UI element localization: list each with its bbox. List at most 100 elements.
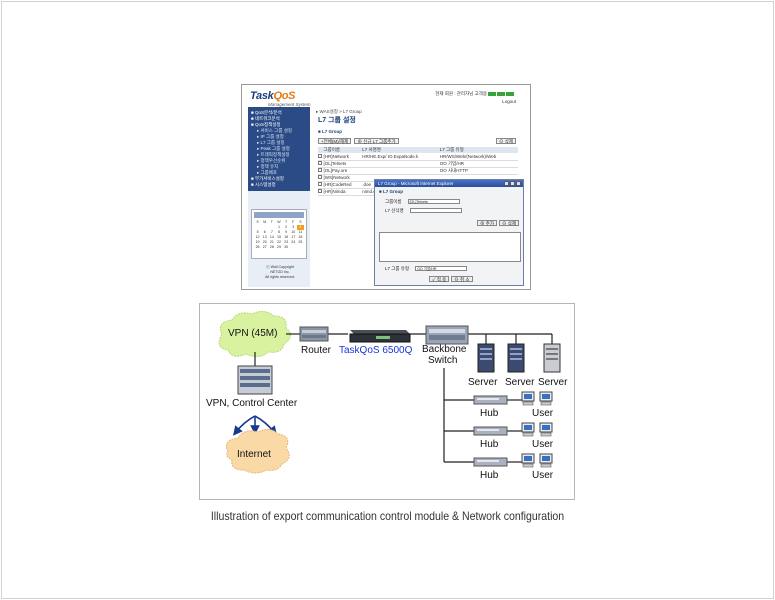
- server-icon: [477, 343, 495, 373]
- logout-link[interactable]: Logout: [502, 99, 516, 104]
- calendar-day[interactable]: 17: [291, 235, 296, 239]
- calendar-day[interactable]: 22: [276, 240, 281, 244]
- row-checkbox[interactable]: [318, 175, 322, 179]
- calendar-day[interactable]: 2: [285, 225, 288, 229]
- calendar-day[interactable]: 1: [277, 225, 280, 229]
- calendar-day[interactable]: 7: [270, 230, 273, 234]
- table-cell: [HR]Nimda: [323, 188, 363, 196]
- add-group-button[interactable]: ⊕ 신규 L7 그룹추가: [354, 138, 399, 144]
- taskqos-logo: TaskQoS: [250, 90, 296, 102]
- calendar-day[interactable]: 26: [255, 245, 260, 249]
- hub-label: Hub: [480, 470, 499, 481]
- delete-button[interactable]: ⊖ 삭제: [495, 138, 516, 144]
- calendar-day[interactable]: 4: [296, 225, 304, 230]
- network-diagram-svg: [218, 310, 561, 474]
- row-checkbox[interactable]: [318, 153, 322, 158]
- sidebar-menu-item[interactable]: ■ QoS정책설정: [251, 122, 281, 127]
- sidebar-menu-item[interactable]: ▸ L7 그룹 설정: [257, 140, 285, 145]
- calendar-day: T: [285, 220, 288, 224]
- calendar-day[interactable]: 6: [263, 230, 266, 234]
- user-label: User: [532, 408, 554, 419]
- row-checkbox[interactable]: [318, 189, 322, 193]
- calendar-day[interactable]: 16: [284, 235, 289, 239]
- backbone-label: Backbone: [422, 344, 467, 355]
- table-cell: [OL]Telnets: [323, 160, 363, 168]
- calendar-day[interactable]: 12: [255, 235, 260, 239]
- user-pc-icon: [521, 391, 553, 406]
- calendar-day[interactable]: 8: [277, 230, 280, 234]
- sidebar-menu-item[interactable]: ■ 네트워크분석: [251, 116, 280, 121]
- calendar-day[interactable]: 28: [269, 245, 274, 249]
- control-center-label: VPN, Control Center: [206, 398, 298, 409]
- calendar-day: M: [263, 220, 267, 224]
- calendar-day[interactable]: 19: [255, 240, 260, 244]
- sidebar-menu-item[interactable]: ■ QoS분석/분석: [251, 110, 282, 115]
- backbone-switch-icon: [425, 325, 469, 345]
- calendar-day: F: [292, 220, 295, 224]
- sidebar-menu-item[interactable]: ▸ 정책우선순위: [257, 158, 286, 163]
- maximize-icon[interactable]: [510, 181, 515, 186]
- sidebar-menu-item[interactable]: ▸ 정책 유지: [257, 164, 279, 169]
- calendar-day: [297, 245, 304, 250]
- group-name-field[interactable]: [OL]Telnets: [407, 199, 460, 205]
- select-all-button[interactable]: +전체(M)/해제: [318, 138, 352, 144]
- internet-arrows: [233, 415, 277, 436]
- table-header-cell: L7 그룹 유형: [439, 147, 518, 153]
- row-checkbox[interactable]: [318, 168, 322, 172]
- popup-confirm-row: ✓ 적 용⊖ 취 소: [375, 276, 525, 282]
- hub-icon: [473, 395, 508, 405]
- server-label: Server: [505, 377, 535, 388]
- calendar-day[interactable]: 30: [284, 245, 289, 249]
- calendar-day[interactable]: 24: [291, 240, 296, 244]
- breadcrumb: ▸ WAS설정 > L7 Group: [316, 109, 362, 114]
- calendar-day[interactable]: 23: [284, 240, 289, 244]
- popup-delete-button[interactable]: ⊖ 삭제: [499, 220, 520, 226]
- calendar-day[interactable]: 29: [276, 245, 281, 249]
- group-type-field[interactable]: OO 기업/HR: [415, 266, 468, 272]
- l7-list-area[interactable]: [379, 232, 521, 262]
- calendar-day[interactable]: 18: [298, 235, 303, 239]
- calendar-day[interactable]: 25: [298, 240, 303, 244]
- group-name-row: 그룹이름[OL]Telnets: [385, 199, 460, 205]
- calendar-day[interactable]: 20: [262, 240, 267, 244]
- calendar-day[interactable]: 21: [269, 240, 274, 244]
- cancel-button[interactable]: ⊖ 취 소: [451, 276, 473, 282]
- minimize-icon[interactable]: [504, 181, 509, 186]
- l7-name-field[interactable]: [409, 208, 462, 214]
- calendar-day[interactable]: 5: [256, 230, 259, 234]
- connection-lines: [254, 333, 553, 463]
- internet-label: Internet: [237, 449, 271, 460]
- popup-add-button[interactable]: ⊕ 추가: [477, 220, 498, 226]
- sidebar-menu-item[interactable]: ■ 부가서비스설정: [251, 176, 284, 181]
- row-checkbox[interactable]: [318, 182, 322, 186]
- sidebar-menu-item[interactable]: ▸ 그룹배포: [257, 170, 278, 175]
- hub-icon: [473, 426, 508, 436]
- calendar-day[interactable]: 15: [276, 235, 281, 239]
- sidebar-menu-item[interactable]: ▸ IP 그룹 설정: [257, 134, 284, 139]
- calendar-day[interactable]: 14: [269, 235, 274, 239]
- user-pc-icon: [521, 453, 553, 468]
- sidebar-menu-item[interactable]: ■ 시스템설정: [251, 182, 276, 187]
- close-icon[interactable]: [516, 181, 521, 186]
- table-cell: [362, 160, 440, 168]
- calendar-day[interactable]: 3: [292, 225, 295, 229]
- button-row: +전체(M)/해제 ⊕ 신규 L7 그룹추가 ⊖ 삭제: [318, 138, 518, 144]
- calendar-day[interactable]: 9: [285, 230, 288, 234]
- figure-caption: Illustration of export communication con…: [210, 509, 565, 523]
- calendar-day[interactable]: 10: [291, 230, 296, 234]
- user-label: User: [532, 470, 554, 481]
- sidebar-menu-item[interactable]: ▸ 서비스 그룹 설정: [257, 128, 292, 133]
- calendar-day[interactable]: 27: [262, 245, 267, 249]
- row-checkbox[interactable]: [318, 161, 322, 165]
- server-icon: [507, 343, 525, 373]
- calendar-day[interactable]: 11: [298, 230, 303, 234]
- apply-button[interactable]: ✓ 적 용: [429, 276, 450, 282]
- sidebar-menu-item[interactable]: ▸ 트래픽정책설정: [257, 152, 290, 157]
- calendar-day[interactable]: 13: [262, 235, 267, 239]
- table-cell: OO 사내HTTP: [439, 167, 518, 175]
- sidebar-menu-item[interactable]: ▸ Peak 그룹 설정: [257, 146, 290, 151]
